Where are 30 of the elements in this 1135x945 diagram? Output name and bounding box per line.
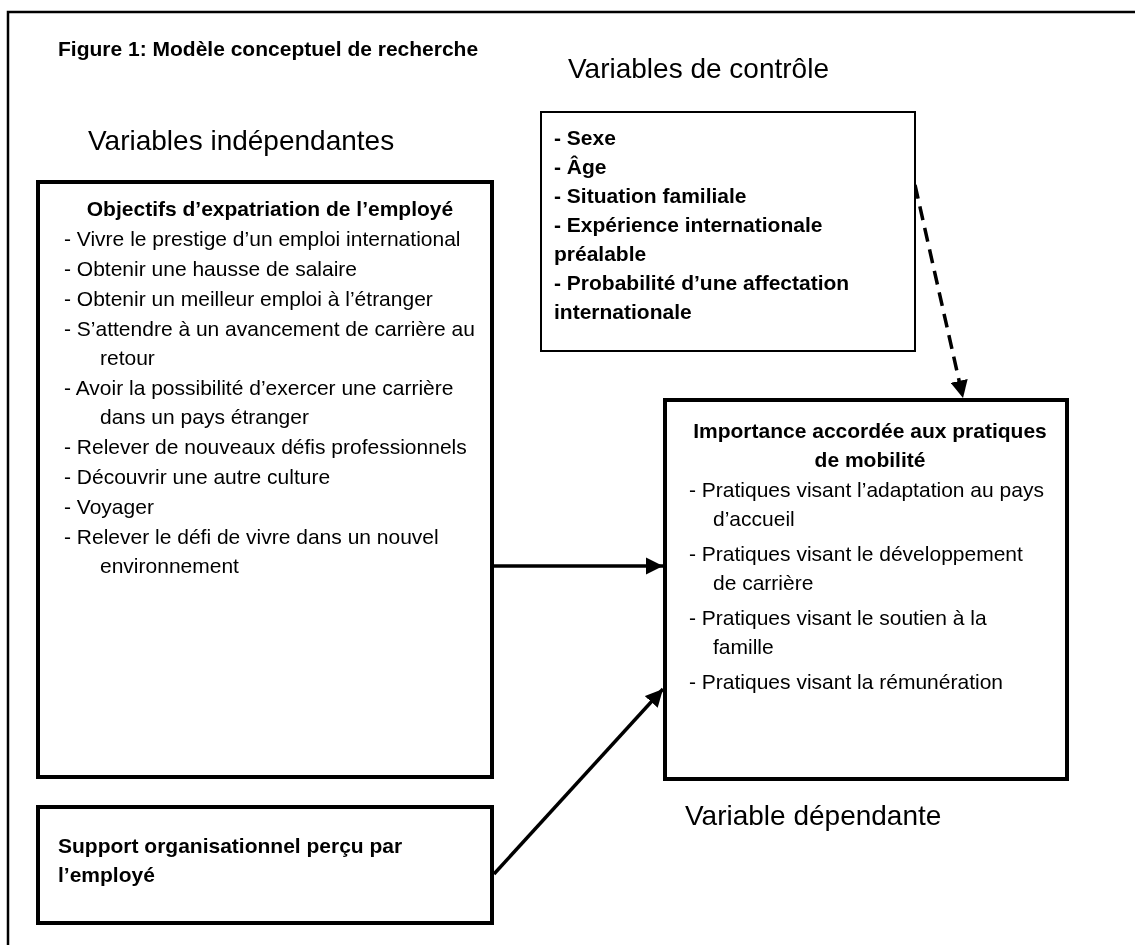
box-heading: Importance accordée aux pratiques de mobilité [692,418,1048,473]
list-item: - Probabilité d’une affectation internationale [554,270,851,325]
box-text: Support organisationnel perçu par l’employé [58,833,404,888]
section-label: Variables de contrôle [568,53,829,85]
list-item: - Pratiques visant le développement de carrière [689,541,1024,596]
list-item: - Avoir la possibilité d’exercer une carrière dans un pays étranger [64,375,455,430]
list-item: - Vivre le prestige d’un emploi international [64,226,462,252]
list-item: - Voyager [64,494,155,520]
section-label: Variable dépendante [685,800,942,832]
section-label: Variables indépendantes [88,125,395,157]
list-item: - Sexe [554,125,617,151]
list-item: - Relever le défi de vivre dans un nouvel environnement [64,524,440,579]
text-box [36,180,494,779]
figure-title: Figure 1: Modèle conceptuel de recherche [58,36,480,62]
list-item: - S’attendre à un avancement de carrière au retour [64,316,476,371]
list-item: - Pratiques visant l’adaptation au pays d’accueil [689,477,1045,532]
list-item: - Situation familiale [554,183,748,209]
list-item: - Obtenir une hausse de salaire [64,256,358,282]
arrow [494,557,663,575]
list-item: - Découvrir une autre culture [64,464,332,490]
list-item: - Obtenir un meilleur emploi à l’étranger [64,286,434,312]
list-item: - Expérience internationale préalable [554,212,824,267]
list-item: - Relever de nouveaux défis professionnels [64,434,468,460]
text-box [663,398,1069,781]
box-heading: Objectifs d’expatriation de l’employé [85,196,455,222]
list-item: - Pratiques visant le soutien à la famille [689,605,988,660]
text-box [540,111,916,352]
list-item: - Pratiques visant la rémunération [689,669,1004,695]
list-item: - Âge [554,154,608,180]
text-box [36,805,494,925]
